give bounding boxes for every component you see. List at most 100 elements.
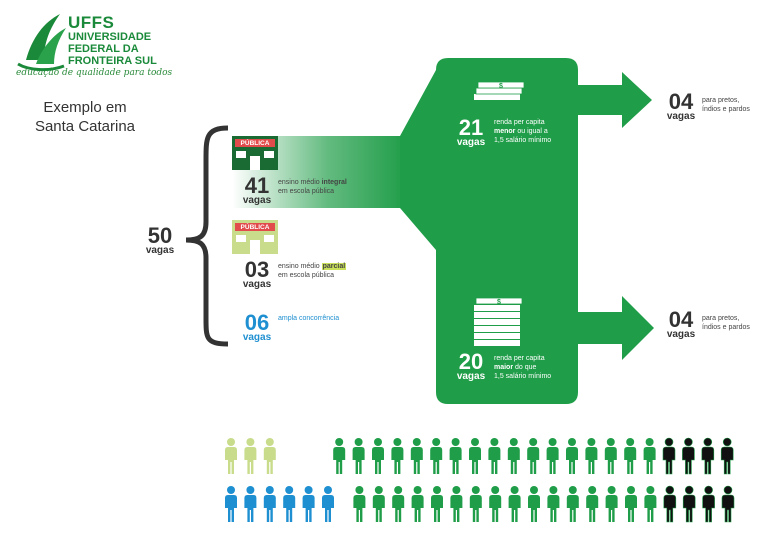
uffs-logo-mark [17,14,66,72]
outcome-bottom-desc: para pretos, índios e pardos [702,315,750,331]
person-icon [508,486,521,522]
group-integral-desc: ensino médio integral em escola pública [278,179,347,195]
outcome-top: 04 vagas [664,89,698,122]
group-integral: 41 vagas [240,173,274,206]
person-icon [489,486,502,522]
person-icon [643,438,656,474]
school-badge-label: PÚBLICA [241,138,270,147]
person-icon [302,486,315,522]
logo-university-name: UNIVERSIDADE FEDERAL DA FRONTEIRA SUL [68,31,157,67]
person-icon [263,438,276,474]
person-icon [566,486,579,522]
person-icon [546,438,559,474]
outcome-bottom-number: 04 [668,307,694,332]
group-integral-unit: vagas [242,195,272,206]
total-seats: 50 vagas [142,223,178,256]
money-stack-icon: $ [474,81,525,100]
group-partial-unit: vagas [242,279,272,290]
income-low-number: 21 [458,115,484,140]
person-icon [682,437,695,475]
outcome-top-number: 04 [668,89,694,114]
person-icon [585,438,598,474]
group-partial-desc: ensino médio parcial em escola pública [278,263,347,279]
person-icon [625,486,637,522]
person-icon [352,438,365,474]
person-icon [450,486,463,522]
total-unit: vagas [145,245,175,256]
income-low-desc: renda per capita menor ou igual a 1,5 sa… [494,119,552,144]
person-icon [547,486,560,522]
person-icon [244,438,257,474]
outcome-top-unit: vagas [666,111,696,122]
public-school-icon-light [232,220,278,254]
logo-slogan: educação de qualidade para todos [16,68,173,78]
person-icon [721,485,735,523]
arrow-top [576,72,652,128]
total-number: 50 [147,223,173,248]
group-brace [185,125,229,347]
person-icon [225,486,237,522]
svg-text:$: $ [499,83,503,90]
person-icon [244,486,257,522]
school-badge-label-light: PÚBLICA [241,222,270,231]
outcome-bottom: 04 vagas [664,307,698,340]
person-icon [322,486,334,522]
person-icon [605,486,618,522]
group-open-desc: ampla concorrência [278,315,340,322]
income-low: 21 vagas [454,115,488,148]
person-icon [586,486,599,522]
person-icon [372,486,385,522]
person-icon [372,438,384,474]
person-icon [263,486,276,522]
person-icon [507,438,520,474]
money-stack-large-icon: $ [474,297,523,346]
group-open: 06 vagas [240,310,274,343]
person-icon [662,437,676,475]
group-partial-number: 03 [244,257,270,282]
person-icon [411,486,424,522]
person-icon [283,486,296,522]
person-icon [431,486,443,522]
person-icon [663,485,677,523]
group-integral-number: 41 [244,173,270,198]
person-icon [430,438,443,474]
person-icon [624,438,637,474]
person-icon [644,486,657,522]
person-icon [527,438,540,474]
person-icon [392,486,405,522]
example-heading: Exemplo em Santa Catarina [34,99,136,135]
funnel-shape [400,58,578,404]
person-icon [469,486,482,522]
person-icon [333,438,346,474]
income-high-desc: renda per capita maior do que 1,5 salári… [494,355,552,380]
person-icon [488,438,501,474]
income-low-unit: vagas [456,137,486,148]
income-high: 20 vagas [454,349,488,382]
income-high-unit: vagas [456,371,486,382]
person-icon [702,485,715,523]
svg-text:$: $ [497,299,501,306]
person-icon [225,438,237,474]
person-icon [410,438,423,474]
group-open-unit: vagas [242,332,272,343]
person-icon [449,438,462,474]
income-high-number: 20 [458,349,484,374]
outcome-bottom-unit: vagas [666,329,696,340]
person-icon [528,486,540,522]
person-icon [701,437,715,475]
person-icon [469,438,481,474]
outcome-top-desc: para pretos, índios e pardos [702,97,750,113]
public-school-icon [232,136,278,170]
arrow-bottom [576,296,654,360]
logo-acronym: UFFS [68,13,115,32]
person-icon [391,438,404,474]
person-icon [682,485,696,523]
person-icon [604,438,617,474]
person-icon [720,437,734,475]
group-partial: 03 vagas [240,257,274,290]
group-open-number: 06 [244,310,270,335]
person-icon [566,438,578,474]
person-icon [353,486,366,522]
